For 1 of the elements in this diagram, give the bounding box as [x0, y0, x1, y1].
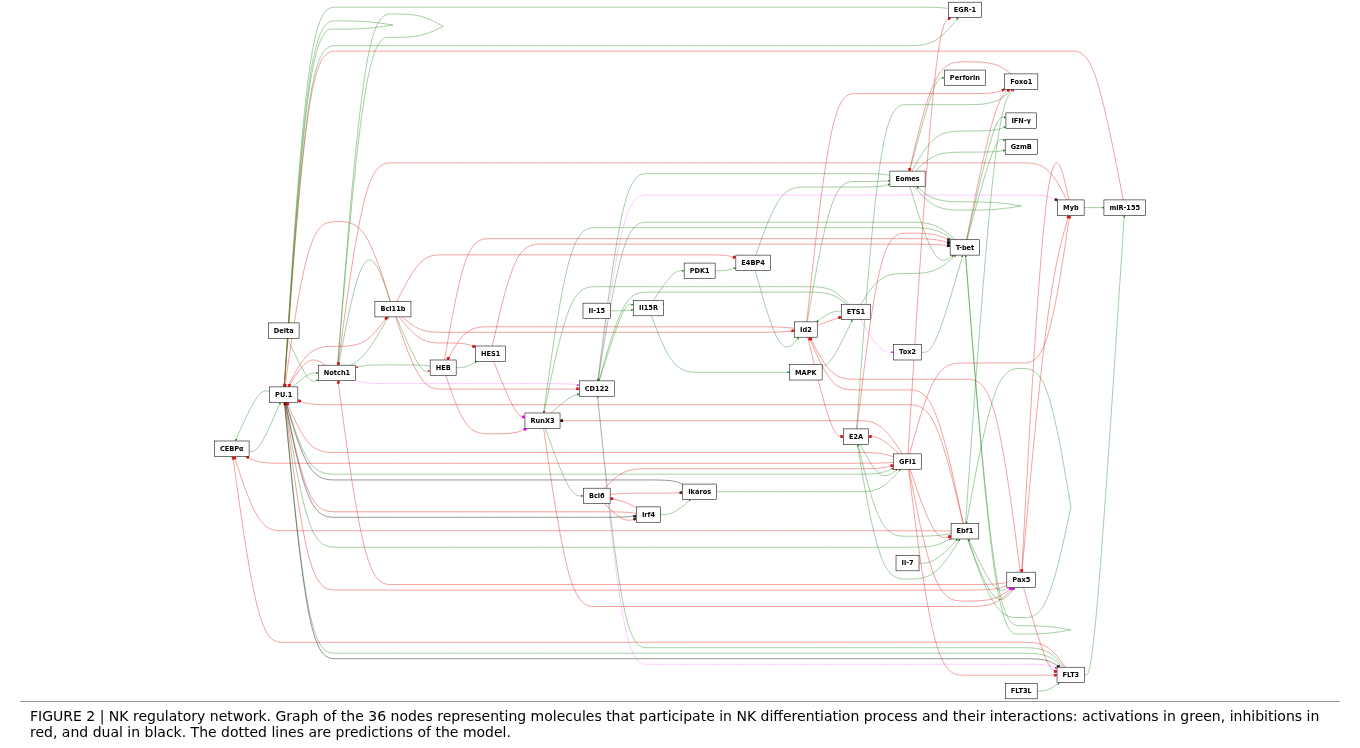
figure-caption: FIGURE 2 | NK regulatory network. Graph of the 36 nodes representing molecules that participate in NK differentiation process and their interactions: activations in green, inhibitions in red, and dual in black. The dotted lines are predictions of the model.: [20, 701, 1340, 748]
